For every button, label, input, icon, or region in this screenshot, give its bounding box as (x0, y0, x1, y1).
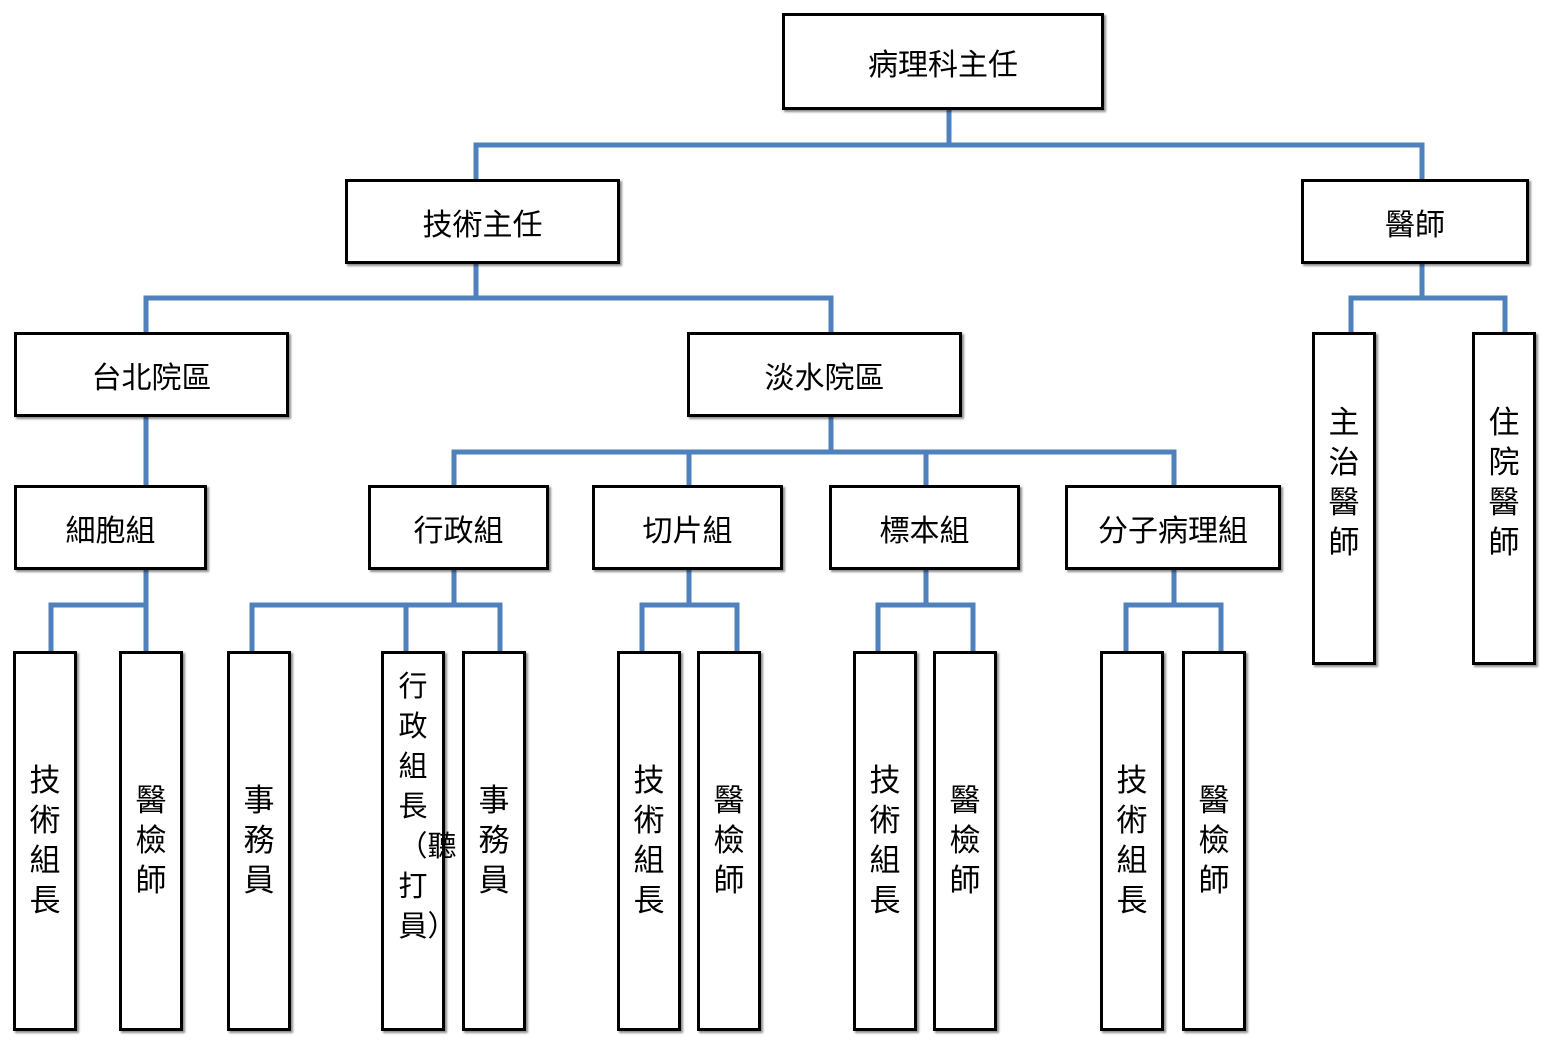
section-tech-leader-box: 技術組長 (617, 651, 681, 1031)
admin-group-box: 行政組 (368, 485, 549, 570)
cytology-med-tech-box: 醫檢師 (119, 651, 183, 1031)
section-med-tech-box: 醫檢師 (697, 651, 761, 1031)
resident-physician-label: 住院醫師 (1488, 405, 1520, 561)
admin-group-label: 行政組 (413, 513, 504, 549)
molecular-tech-leader-label: 技術組長 (1116, 763, 1148, 919)
cytology-med-tech-label: 醫檢師 (135, 783, 167, 899)
director-label: 病理科主任 (868, 47, 1018, 83)
taipei-branch-box: 台北院區 (14, 332, 289, 417)
section-group-label: 切片組 (642, 513, 733, 549)
technical-director-box: 技術主任 (345, 179, 620, 264)
molecular-group-box: 分子病理組 (1065, 485, 1281, 570)
taipei-branch-label: 台北院區 (91, 360, 212, 396)
technical-director-label: 技術主任 (422, 207, 543, 243)
specimen-group-box: 標本組 (829, 485, 1020, 570)
section-group-box: 切片組 (592, 485, 783, 570)
cytology-group-box: 細胞組 (14, 485, 207, 570)
specimen-tech-leader-box: 技術組長 (853, 651, 917, 1031)
tamsui-branch-box: 淡水院區 (687, 332, 962, 417)
section-med-tech-label: 醫檢師 (713, 783, 745, 899)
molecular-med-tech-box: 醫檢師 (1182, 651, 1246, 1031)
admin-clerk-2-box: 事務員 (462, 651, 526, 1031)
admin-clerk-1-box: 事務員 (227, 651, 291, 1031)
cytology-tech-leader-box: 技術組長 (13, 651, 77, 1031)
admin-clerk-1-label: 事務員 (243, 783, 275, 899)
specimen-med-tech-label: 醫檢師 (949, 783, 981, 899)
cytology-group-label: 細胞組 (65, 513, 156, 549)
specimen-tech-leader-label: 技術組長 (869, 763, 901, 919)
molecular-tech-leader-box: 技術組長 (1100, 651, 1164, 1031)
physicians-label: 醫師 (1385, 207, 1445, 243)
attending-physician-label: 主治醫師 (1328, 405, 1360, 561)
molecular-group-label: 分子病理組 (1098, 513, 1248, 549)
tamsui-branch-label: 淡水院區 (764, 360, 885, 396)
physicians-box: 醫師 (1301, 179, 1529, 264)
admin-leader-box: 行政組長（聽打員） (381, 651, 457, 1031)
specimen-group-label: 標本組 (879, 513, 970, 549)
director-box: 病理科主任 (782, 13, 1104, 110)
admin-clerk-2-label: 事務員 (478, 783, 510, 899)
section-tech-leader-label: 技術組長 (633, 763, 665, 919)
molecular-med-tech-label: 醫檢師 (1198, 783, 1230, 899)
cytology-tech-leader-label: 技術組長 (29, 763, 61, 919)
attending-physician-box: 主治醫師 (1312, 332, 1376, 665)
specimen-med-tech-box: 醫檢師 (933, 651, 997, 1031)
resident-physician-box: 住院醫師 (1472, 332, 1536, 665)
admin-leader-label: 行政組長（聽打員） (398, 669, 457, 943)
